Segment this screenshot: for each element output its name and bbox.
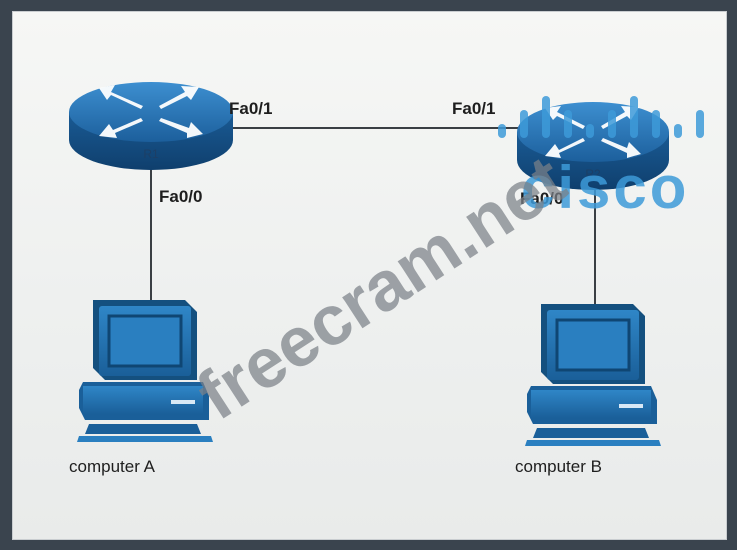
network-diagram: R1 R2 — [69, 82, 704, 476]
r2-fa0-0-label: Fa0/0 — [520, 189, 563, 208]
diagram-canvas: R1 R2 — [12, 11, 727, 540]
computer-b-icon — [525, 304, 661, 446]
cisco-logo — [498, 96, 704, 138]
router-r2-name: R2 — [585, 167, 601, 181]
router-r1-icon: R1 — [69, 82, 233, 170]
computer-b-label: computer B — [515, 457, 602, 476]
r1-fa0-1-label: Fa0/1 — [229, 99, 272, 118]
computer-a-icon — [77, 300, 213, 442]
r1-fa0-0-label: Fa0/0 — [159, 187, 202, 206]
watermark-text: freecram.net — [184, 140, 579, 434]
computer-a-label: computer A — [69, 457, 156, 476]
router-r1-name: R1 — [143, 147, 159, 161]
r2-fa0-1-label: Fa0/1 — [452, 99, 495, 118]
cisco-logo-text: cisco — [521, 154, 689, 221]
